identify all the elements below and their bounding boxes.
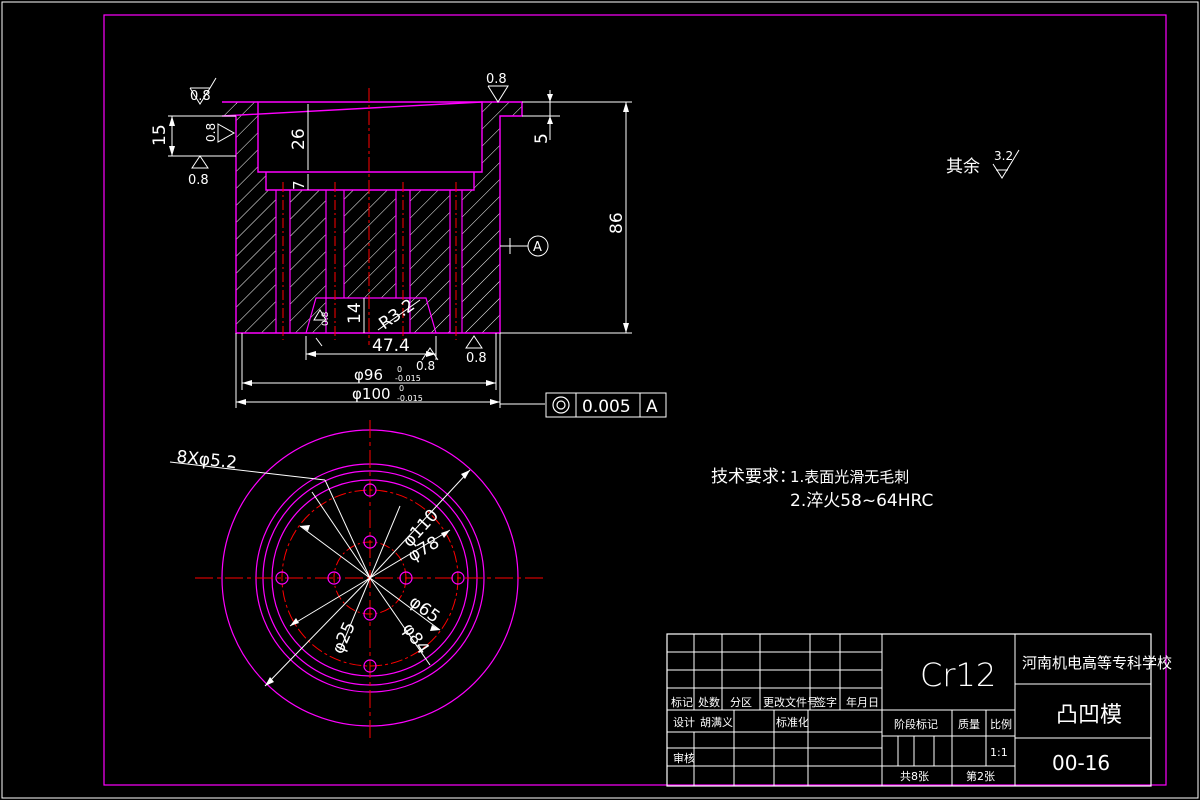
tech-requirements-title: 技术要求： <box>711 467 796 487</box>
dim-7: 7 <box>290 180 308 190</box>
dim-15: 15 <box>150 124 170 146</box>
datum-a-label: A <box>533 240 542 255</box>
tb-review-label: 审核 <box>673 751 695 765</box>
section-wall-right <box>462 102 500 333</box>
tb-header-date: 年月日 <box>846 695 879 709</box>
hole-left-inner <box>327 571 341 585</box>
datum-a-circle <box>527 235 549 257</box>
tech-requirement-2: 2.淬火58~64HRC <box>790 491 933 511</box>
dim-phi25: φ25 <box>328 619 360 657</box>
hole-top-inner <box>363 535 377 549</box>
hole-bottom-inner <box>363 607 377 621</box>
notes: 其余 3.2 技术要求： 1.表面光滑无毛刺 2.淬火58~64HRC <box>711 149 1020 511</box>
tech-requirement-1: 1.表面光滑无毛刺 <box>790 468 909 486</box>
tb-header-zone: 分区 <box>730 696 752 709</box>
tb-total-sheets: 共8张 <box>900 770 929 783</box>
tb-header-count: 处数 <box>698 696 720 709</box>
tb-stage-label: 阶段标记 <box>894 717 938 731</box>
dim-phi100-tol-top: 0 <box>399 384 404 393</box>
tolerance-value: 0.005 <box>582 397 631 417</box>
title-block: 标记 处数 分区 更改文件号 签字 年月日 设计 胡满义 标准化 审核 Cr12… <box>666 633 1172 787</box>
tb-sheet-number: 第2张 <box>966 769 995 783</box>
dim-5: 5 <box>532 133 552 144</box>
tb-scale-value: 1:1 <box>990 746 1008 759</box>
section-web-2 <box>344 190 396 298</box>
dim-phi96-tol-bottom: -0.015 <box>395 374 421 383</box>
roughness-label-base: 0.8 <box>466 351 487 366</box>
tb-design-label: 设计 <box>673 716 695 729</box>
tb-weight-label: 质量 <box>958 718 980 731</box>
plan-dimension-arrows <box>265 470 470 686</box>
dim-86: 86 <box>607 212 627 234</box>
tb-designer: 胡满义 <box>700 715 733 729</box>
counterbore-outline <box>257 101 483 191</box>
dim-phi100: φ100 <box>352 385 391 403</box>
bore-lines <box>275 190 463 333</box>
section-web-3 <box>410 190 450 333</box>
dim-47-4: 47.4 <box>372 336 410 356</box>
hole-right-outer <box>451 571 465 585</box>
tb-material: Cr12 <box>920 656 996 694</box>
hole-top-outer <box>363 483 377 497</box>
concentricity-icon <box>552 396 570 414</box>
roughness-label-top-left: 0.8 <box>190 89 211 104</box>
tolerance-datum: A <box>646 397 658 417</box>
hole-callout: 8Xφ5.2 <box>175 447 237 473</box>
plan-dimension-lines <box>169 461 471 687</box>
dim-phi96-tol-top: 0 <box>397 365 402 374</box>
other-surfaces-value: 3.2 <box>994 149 1013 163</box>
tb-header-mark: 标记 <box>671 695 693 709</box>
plan-view: 8Xφ5.2 φ110 φ78 φ65 φ25 φ84 <box>169 420 545 740</box>
roughness-label-bottom-left: 0.8 <box>188 173 209 188</box>
tb-header-sign: 签字 <box>815 695 837 709</box>
tb-header-doc: 更改文件号 <box>763 695 818 709</box>
inner-frame <box>103 14 1167 786</box>
dim-14: 14 <box>345 302 365 324</box>
section-view: 0.8 0.8 0.8 0.8 0.8 0.8 0.8 15 26 7 5 86… <box>150 72 667 418</box>
dim-phi100-tol-bottom: -0.015 <box>397 394 423 403</box>
hole-right-inner <box>399 571 413 585</box>
tb-scale-label: 比例 <box>990 717 1012 731</box>
dim-phi96: φ96 <box>354 366 383 384</box>
dimension-arrows <box>169 94 629 405</box>
tb-school: 河南机电高等专科学校 <box>1022 654 1172 672</box>
hole-bottom-outer <box>363 659 377 673</box>
dim-26: 26 <box>289 128 309 150</box>
flange-hatch <box>222 102 238 116</box>
recess-outline <box>305 297 437 334</box>
hole-left-outer <box>275 571 289 585</box>
section-wall-left <box>236 102 276 333</box>
tb-drawing-number: 00-16 <box>1052 751 1110 775</box>
tolerance-frame: 0.005 A <box>545 392 667 418</box>
other-surfaces-label: 其余 <box>946 157 980 177</box>
other-surfaces-roughness-icon <box>992 149 1020 179</box>
roughness-label-phi96: 0.8 <box>416 359 435 373</box>
roughness-label-top-right: 0.8 <box>486 72 507 87</box>
tb-part-name: 凸凹模 <box>1056 703 1122 728</box>
roughness-symbols <box>189 77 509 361</box>
tb-standardize-label: 标准化 <box>776 715 809 729</box>
roughness-label-recess: 0.8 <box>321 311 331 326</box>
holes <box>275 483 465 673</box>
roughness-label-flange: 0.8 <box>204 123 218 142</box>
flange-hatch-right <box>500 102 522 116</box>
